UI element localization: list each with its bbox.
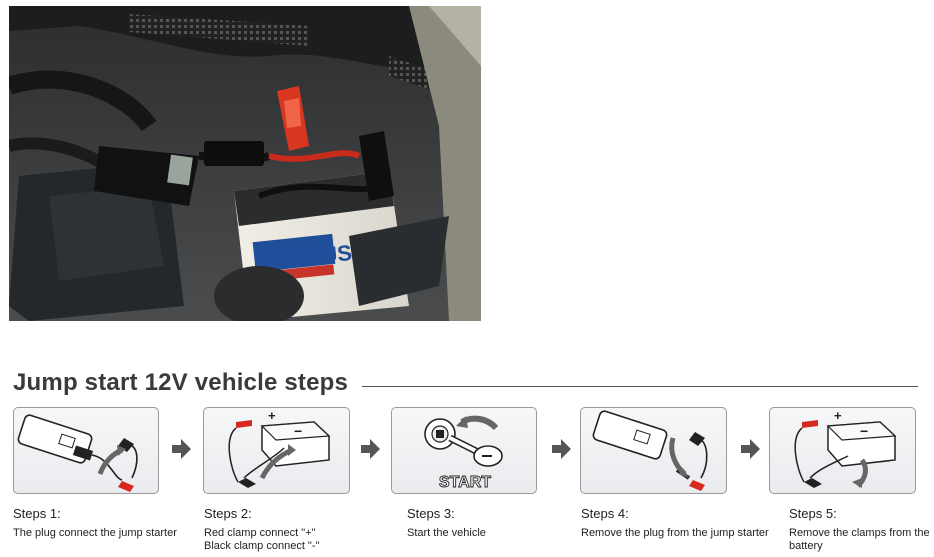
next-arrow-icon xyxy=(361,439,380,459)
step-4-title: Steps 4: xyxy=(581,506,629,521)
step-1-title: Steps 1: xyxy=(13,506,61,521)
step-5-line: Remove the clamps from the xyxy=(789,527,930,539)
step-4-line: Remove the plug from the jump starter xyxy=(581,527,769,539)
battery-clamps-icon: + − xyxy=(228,408,331,488)
steps-heading: Jump start 12V vehicle steps xyxy=(13,366,918,400)
step-4-card xyxy=(580,407,727,494)
step-3-description: Start the vehicle xyxy=(407,527,486,540)
step-1-line: The plug connect the jump starter xyxy=(13,527,177,539)
step-1-card xyxy=(13,407,159,494)
remove-clamps-icon: + − xyxy=(794,408,897,488)
next-arrow-icon xyxy=(172,439,191,459)
section-title: Jump start 12V vehicle steps xyxy=(13,369,349,396)
step-5-title: Steps 5: xyxy=(789,506,837,521)
minus-sign: − xyxy=(860,423,868,439)
next-arrow-icon xyxy=(552,439,571,459)
step-5-line: battery xyxy=(789,540,823,552)
step-2-line: Red clamp connect "+" xyxy=(204,527,316,539)
step-2-line: Black clamp connect "-" xyxy=(204,540,320,552)
ignition-key-icon: START xyxy=(424,415,503,491)
step-2-description: Red clamp connect "+" Black clamp connec… xyxy=(204,527,319,553)
step-1-description: The plug connect the jump starter xyxy=(13,527,177,540)
start-label: START xyxy=(439,474,491,491)
plus-sign: + xyxy=(268,408,276,423)
plus-sign: + xyxy=(834,408,842,423)
step-3-card: START xyxy=(391,407,537,494)
step-3-title: Steps 3: xyxy=(407,506,455,521)
engine-bay-photo: SUMTUS xyxy=(9,6,481,321)
step-4-description: Remove the plug from the jump starter xyxy=(581,527,769,540)
step-5-card: + − xyxy=(769,407,916,494)
jump-starter-plug-icon xyxy=(17,414,138,492)
step-2-card: + − xyxy=(203,407,350,494)
step-2-title: Steps 2: xyxy=(204,506,252,521)
minus-sign: − xyxy=(294,423,302,439)
step-3-line: Start the vehicle xyxy=(407,527,486,539)
remove-plug-icon xyxy=(592,410,708,491)
heading-divider xyxy=(362,385,918,387)
next-arrow-icon xyxy=(741,439,760,459)
step-5-description: Remove the clamps from the battery xyxy=(789,527,930,553)
